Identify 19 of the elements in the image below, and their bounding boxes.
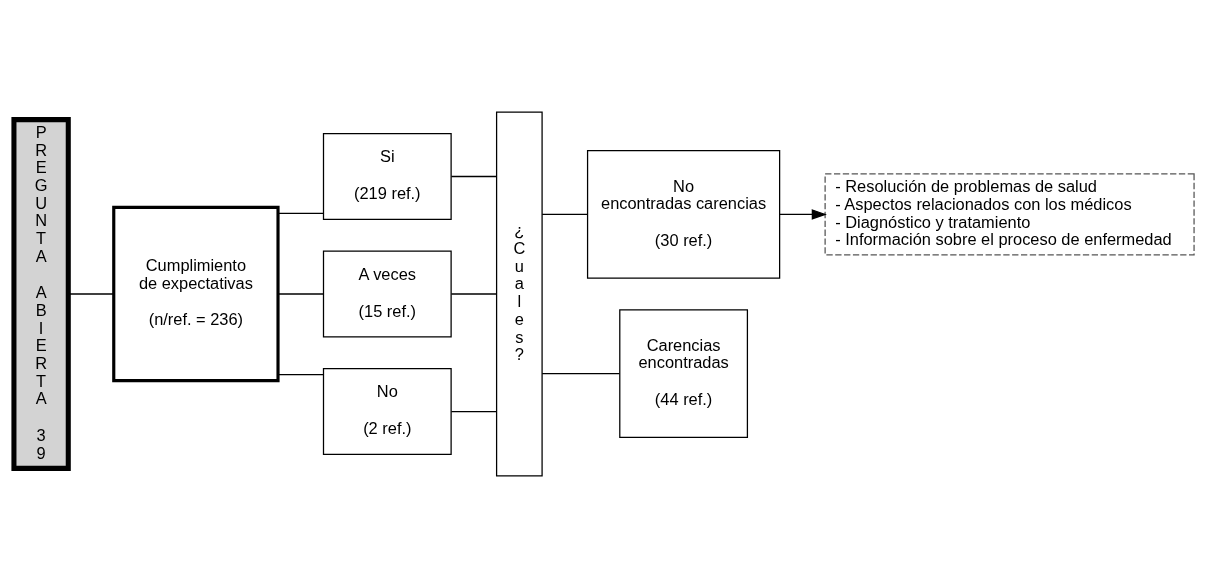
connector [67, 292, 115, 295]
connector [277, 373, 324, 375]
connector [450, 410, 497, 412]
connector [277, 292, 324, 295]
node-box: A veces (15 ref.) [322, 249, 452, 338]
arrow [779, 208, 827, 220]
node-box: Carencias encontradas (44 ref.) [619, 308, 749, 438]
connector [541, 213, 588, 215]
node-box: PREGUNTA ABIERTA 39 [11, 116, 71, 471]
node-box: ¿Cuales? [495, 110, 543, 477]
node-box: No (2 ref.) [322, 367, 452, 455]
connector [450, 175, 497, 177]
node-box: No encontradas carencias (30 ref.) [586, 149, 781, 279]
node-box: Cumplimiento de expectativas (n/ref. = 236) [112, 205, 280, 382]
node-box: Si (219 ref.) [322, 132, 452, 220]
connector [541, 372, 621, 374]
connector [277, 212, 324, 214]
node-box: - Resolución de problemas de salud - Aspectos relacionados con los médicos - Diagnóstico y tratamiento - Información sobre el proceso de enfermedad [824, 172, 1195, 255]
connector [450, 292, 497, 295]
